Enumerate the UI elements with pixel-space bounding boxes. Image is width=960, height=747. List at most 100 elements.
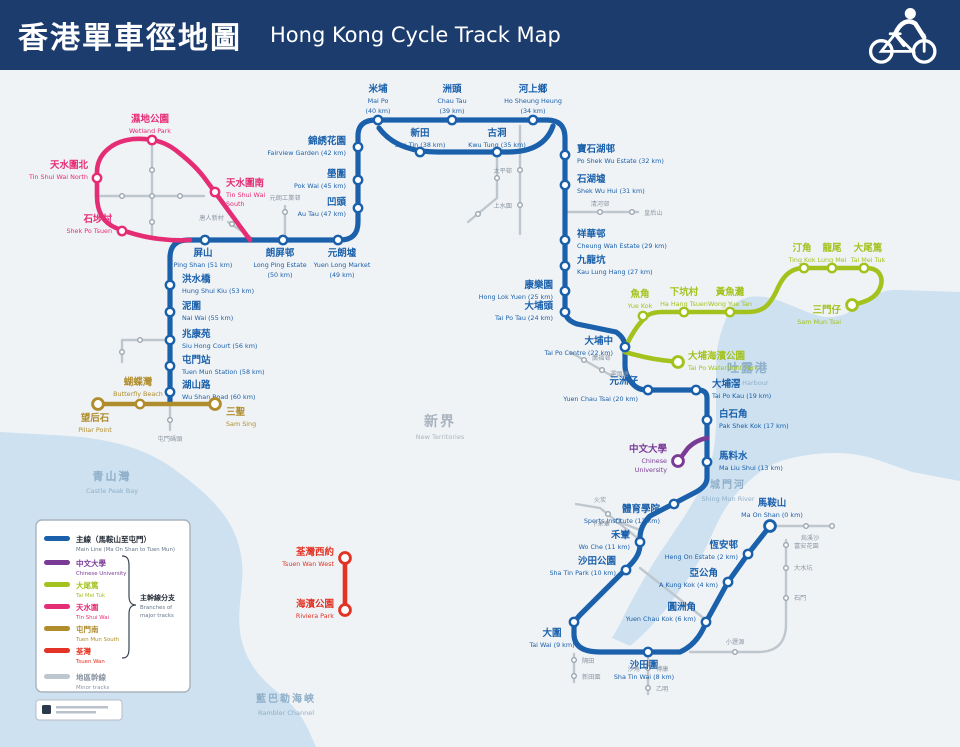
station-dot bbox=[164, 279, 176, 291]
station-dot bbox=[527, 114, 539, 126]
minor-station-label: 運頭塘 bbox=[610, 370, 629, 378]
svg-text:Chinese University: Chinese University bbox=[76, 571, 127, 577]
station-dot bbox=[690, 384, 702, 396]
station-dot bbox=[446, 114, 458, 126]
legend-line-chip bbox=[44, 604, 70, 609]
minor-station-label: 廣福邨 bbox=[592, 354, 611, 362]
svg-text:新界: 新界 bbox=[424, 413, 456, 430]
station-dot bbox=[845, 298, 859, 312]
svg-text:藍巴勒海峽: 藍巴勒海峽 bbox=[256, 692, 316, 705]
station-dot bbox=[559, 260, 571, 272]
svg-text:Tuen Mun South: Tuen Mun South bbox=[75, 637, 119, 643]
header-bar: 香港單車徑地圖 Hong Kong Cycle Track Map bbox=[0, 0, 960, 70]
minor-station-label: 清河邨 bbox=[591, 200, 610, 208]
station-dot bbox=[858, 262, 870, 274]
minor-station-dot bbox=[494, 174, 501, 181]
station-dot bbox=[559, 234, 571, 246]
svg-text:New Territories: New Territories bbox=[416, 433, 465, 441]
legend-box bbox=[35, 519, 191, 693]
legend-line-chip bbox=[44, 674, 70, 679]
station-dot bbox=[352, 202, 364, 214]
station-dot bbox=[91, 172, 103, 184]
svg-text:天水圍: 天水圍 bbox=[76, 602, 99, 612]
station-dot bbox=[568, 616, 580, 628]
svg-text:主線（馬鞍山至屯門）: 主線（馬鞍山至屯門） bbox=[76, 534, 151, 544]
legend-line-chip bbox=[44, 560, 70, 565]
minor-station-dot bbox=[517, 166, 524, 173]
minor-station-dot bbox=[597, 208, 604, 215]
station-dot bbox=[637, 310, 649, 322]
minor-stations-layer bbox=[118, 166, 836, 692]
minor-station-label: 下禾輋 bbox=[591, 520, 610, 528]
minor-station-dot bbox=[615, 518, 622, 525]
svg-text:荃灣: 荃灣 bbox=[76, 646, 91, 656]
minor-station-label: 博康 bbox=[656, 665, 668, 673]
svg-text:地區幹線: 地區幹線 bbox=[76, 672, 106, 682]
minor-station-dot bbox=[829, 523, 836, 530]
station-dot bbox=[491, 146, 503, 158]
station-dot bbox=[559, 306, 571, 318]
svg-text:Castle Peak Bay: Castle Peak Bay bbox=[86, 487, 138, 495]
svg-text:Shing Mun River: Shing Mun River bbox=[701, 495, 754, 503]
station-dot bbox=[372, 114, 384, 126]
station-dot bbox=[671, 454, 685, 468]
station-dot bbox=[164, 360, 176, 372]
station-dot bbox=[208, 397, 222, 411]
minor-station-label: 太平邨 bbox=[493, 167, 512, 175]
minor-station-dot bbox=[629, 208, 636, 215]
minor-station-dot bbox=[176, 192, 183, 199]
station-dot bbox=[352, 141, 364, 153]
station-dot bbox=[164, 306, 176, 318]
attribution-frame bbox=[35, 699, 123, 721]
legend-line-chip bbox=[44, 536, 70, 541]
minor-station-label: 沙角 bbox=[628, 665, 640, 673]
svg-text:吐露港: 吐露港 bbox=[727, 360, 769, 375]
minor-station-label: 新田圍 bbox=[582, 673, 601, 681]
station-dot bbox=[559, 179, 571, 191]
minor-station-label: 石門 bbox=[794, 595, 806, 602]
minor-station-dot bbox=[148, 218, 155, 225]
minor-track bbox=[574, 502, 642, 542]
